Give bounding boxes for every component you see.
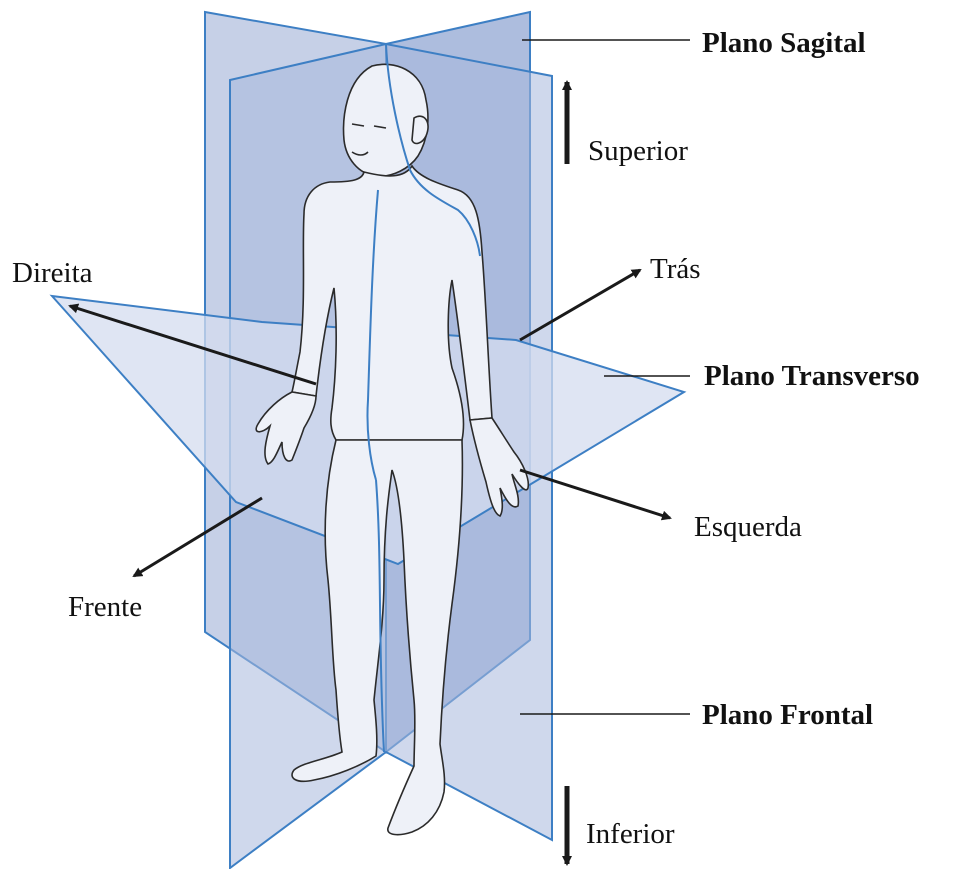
front-label: Frente [68,591,142,623]
left-label: Esquerda [694,511,802,543]
sagittal-plane-label: Plano Sagital [702,27,866,59]
inferior-label: Inferior [586,818,675,850]
transverse-plane-label: Plano Transverso [704,360,920,392]
back-label: Trás [650,253,701,285]
superior-label: Superior [588,135,688,167]
right-label: Direita [12,257,93,289]
frontal-plane-label: Plano Frontal [702,699,873,731]
